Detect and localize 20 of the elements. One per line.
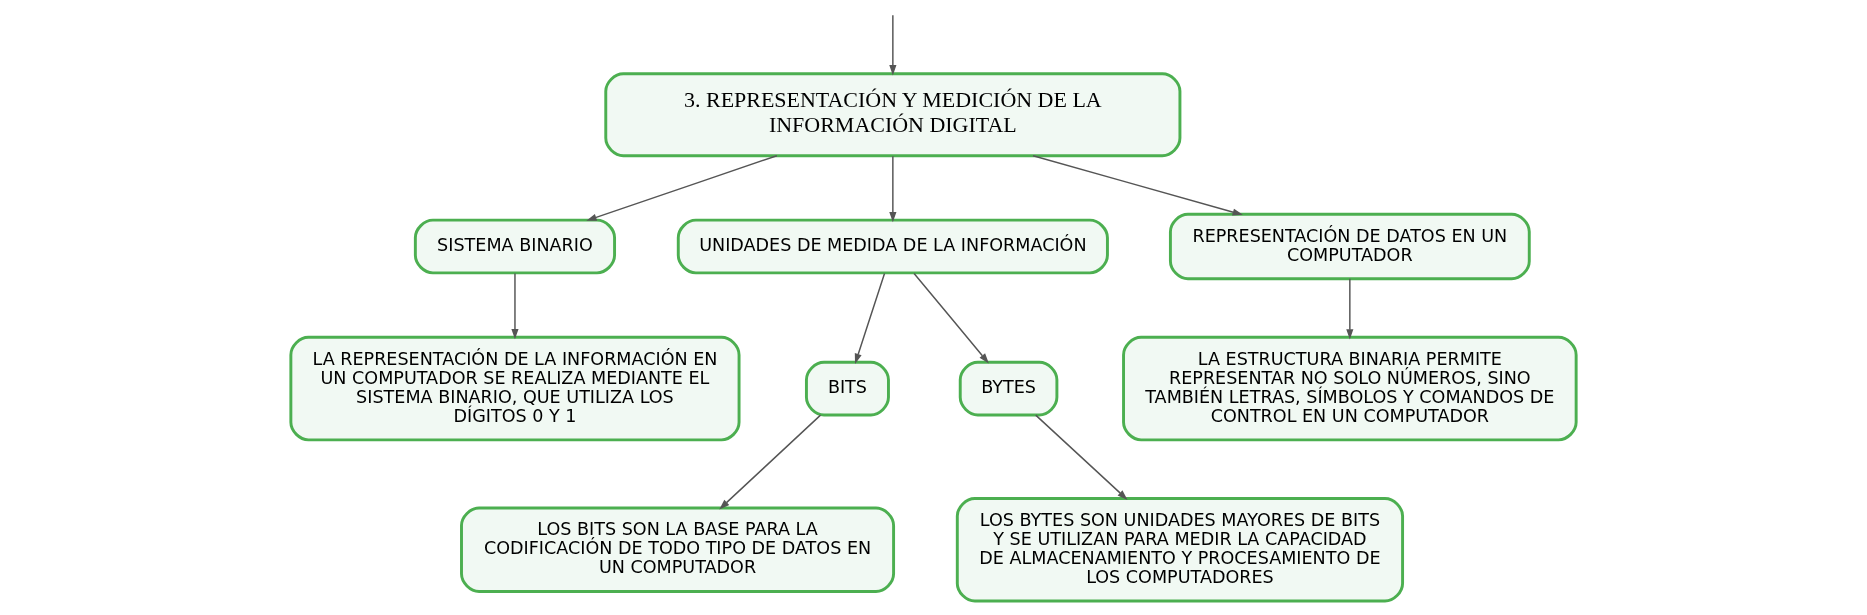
arrow bbox=[511, 272, 519, 340]
node-box: 3. REPRESENTACIÓN Y MEDICIÓN DE LA INFORMACIÓN DIGITAL bbox=[604, 72, 1182, 158]
node-box: REPRESENTACIÓN DE DATOS EN UN COMPUTADOR bbox=[1168, 212, 1531, 281]
arrow bbox=[586, 154, 778, 221]
node-box: BITS bbox=[804, 360, 890, 417]
arrow bbox=[1032, 154, 1243, 216]
arrow bbox=[1346, 278, 1354, 340]
node-box: LA ESTRUCTURA BINARIA PERMITE REPRESENTAR NO SOLO NÚMEROS, SINO TAMBIÉN LETRAS, SÍMBOLOS Y COMANDOS DE CONTROL EN UN COMPUTADOR bbox=[1122, 335, 1578, 442]
node-box: LOS BITS SON LA BASE PARA LA CODIFICACIÓN DE TODO TIPO DE DATOS EN UN COMPUTADOR bbox=[460, 506, 896, 593]
node-box: BYTES bbox=[958, 360, 1059, 417]
node-box: UNIDADES DE MEDIDA DE LA INFORMACIÓN bbox=[676, 218, 1109, 275]
node-box: SISTEMA BINARIO bbox=[413, 218, 617, 275]
node-box: LOS BYTES SON UNIDADES MAYORES DE BITS Y SE UTILIZAN PARA MEDIR LA CAPACIDAD DE ALMACENAMIENTO Y PROCESAMIENTO DE LOS COMPUTADORES bbox=[955, 496, 1405, 603]
arrow bbox=[854, 272, 886, 364]
arrow bbox=[889, 14, 897, 76]
arrow bbox=[889, 155, 897, 223]
arrow bbox=[719, 414, 822, 510]
node-box: LA REPRESENTACIÓN DE LA INFORMACIÓN EN UN COMPUTADOR SE REALIZA MEDIANTE EL SISTEMA BINARIO, QUE UTILIZA LOS DÍGITOS 0 Y 1 bbox=[289, 335, 741, 442]
arrow bbox=[913, 272, 989, 364]
arrow bbox=[1035, 414, 1128, 500]
